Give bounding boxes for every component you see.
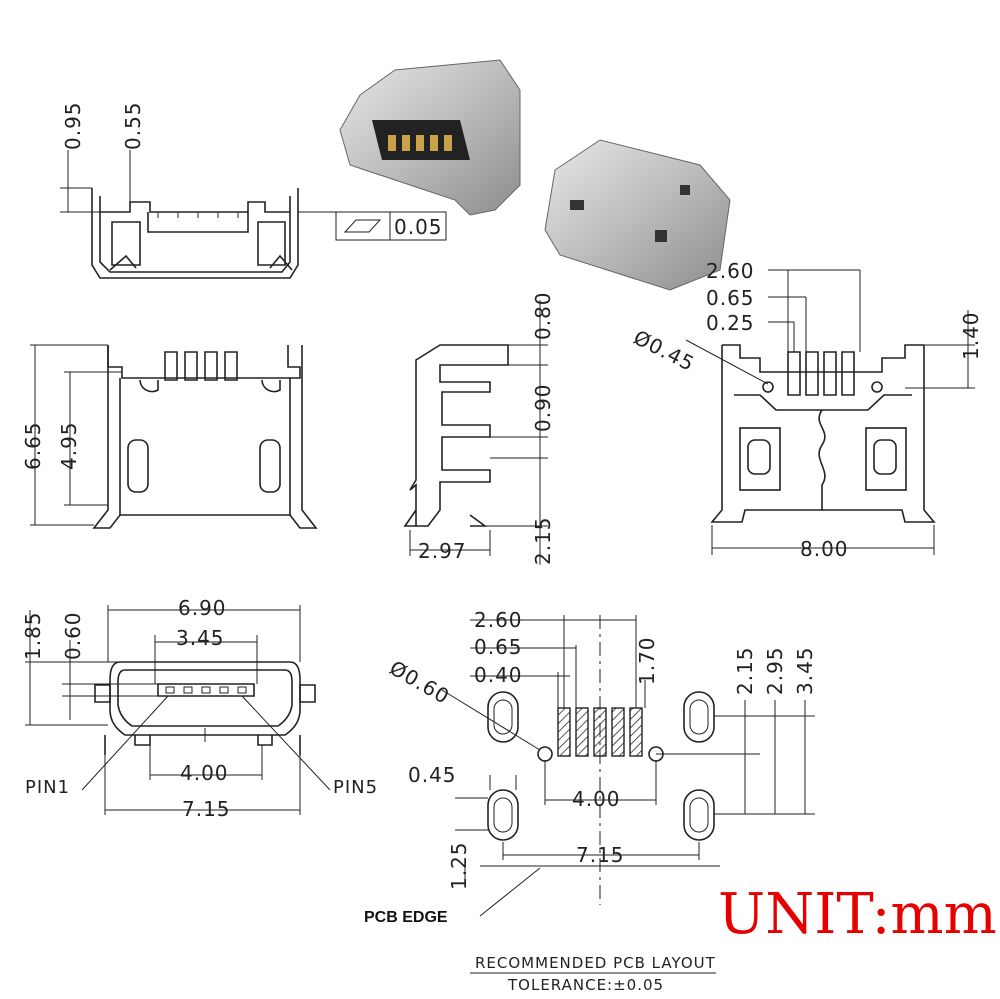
dim-400-front: 4.00 — [180, 761, 229, 785]
dim-040: 0.40 — [474, 663, 523, 687]
dim-055: 0.55 — [121, 101, 145, 150]
dim-dia-060: Ø0.60 — [386, 656, 455, 709]
dim-495: 4.95 — [57, 421, 81, 470]
dim-215-pcb: 2.15 — [733, 646, 757, 695]
dim-170: 1.70 — [635, 636, 659, 685]
dim-715-pcb: 7.15 — [576, 843, 625, 867]
footer-tolerance: TOLERANCE:±0.05 — [507, 976, 664, 994]
top-view: 6.65 4.95 — [21, 344, 318, 529]
connector-photo-rear — [544, 139, 731, 291]
dim-800: 8.00 — [800, 537, 849, 561]
dim-025: 0.25 — [706, 311, 755, 335]
front-top-view: 0.95 0.55 0.05 — [60, 101, 447, 279]
dim-345-front: 3.45 — [176, 626, 225, 650]
dim-215-side: 2.15 — [531, 516, 555, 565]
dim-260-pcb: 2.60 — [474, 608, 523, 632]
pcb-edge-label: PCB EDGE — [364, 909, 448, 926]
dim-045: 0.45 — [408, 763, 457, 787]
dim-400-pcb: 4.00 — [572, 787, 621, 811]
dim-345-pcb: 3.45 — [793, 646, 817, 695]
rear-view: 2.60 0.65 0.25 Ø0.45 1.40 8.00 — [630, 259, 983, 561]
dim-060-front: 0.60 — [61, 611, 85, 660]
dim-260-rear: 2.60 — [706, 259, 755, 283]
dim-095: 0.95 — [61, 101, 85, 150]
side-view: 0.80 0.90 2.15 2.97 — [403, 291, 555, 565]
footer-title: RECOMMENDED PCB LAYOUT — [475, 954, 716, 972]
connector-photo-front — [339, 59, 521, 216]
pin1-label: PIN1 — [25, 777, 70, 798]
dim-690: 6.90 — [178, 596, 227, 620]
front-view: 6.90 3.45 1.85 0.60 4.00 7.15 PIN1 PIN5 — [21, 596, 378, 821]
dim-715-front: 7.15 — [182, 797, 231, 821]
dim-flatness: 0.05 — [394, 215, 443, 239]
dim-065-rear: 0.65 — [706, 286, 755, 310]
pcb-layout: 2.60 0.65 0.40 1.70 Ø0.60 2.15 2.95 3.45… — [364, 608, 817, 926]
dim-090: 0.90 — [531, 383, 555, 432]
dim-080: 0.80 — [531, 291, 555, 340]
dim-665: 6.65 — [21, 421, 45, 470]
dim-dia-045: Ø0.45 — [630, 325, 699, 376]
dim-295: 2.95 — [763, 646, 787, 695]
dim-297: 2.97 — [418, 539, 467, 563]
unit-label: UNIT:mm — [718, 882, 997, 947]
dim-185: 1.85 — [21, 611, 45, 660]
dim-140: 1.40 — [959, 311, 983, 360]
footer: RECOMMENDED PCB LAYOUT TOLERANCE:±0.05 — [470, 954, 716, 994]
dim-125: 1.25 — [447, 841, 471, 890]
dim-065-pcb: 0.65 — [474, 635, 523, 659]
pin5-label: PIN5 — [333, 777, 378, 798]
